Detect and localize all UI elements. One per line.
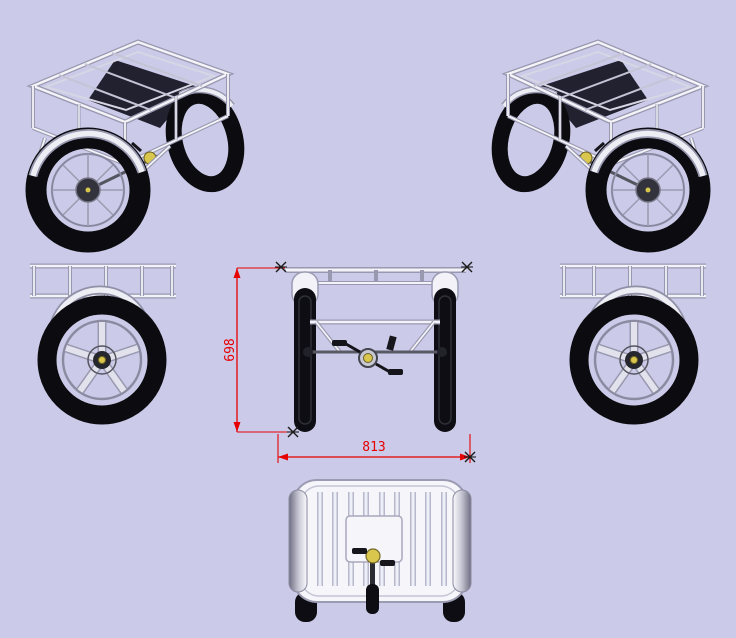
crank-assembly: [332, 335, 403, 375]
width-dimension-label: 813: [362, 440, 385, 455]
top-view: [288, 479, 472, 622]
height-dimension-label: 698: [223, 338, 238, 361]
top-view-front-wheel: [366, 584, 379, 614]
top-view-right-fender: [452, 489, 472, 593]
dimension-annotations: [233, 267, 471, 463]
top-view-left-fender: [288, 489, 308, 593]
top-view-crank: [365, 548, 381, 564]
front-view: [286, 267, 466, 432]
